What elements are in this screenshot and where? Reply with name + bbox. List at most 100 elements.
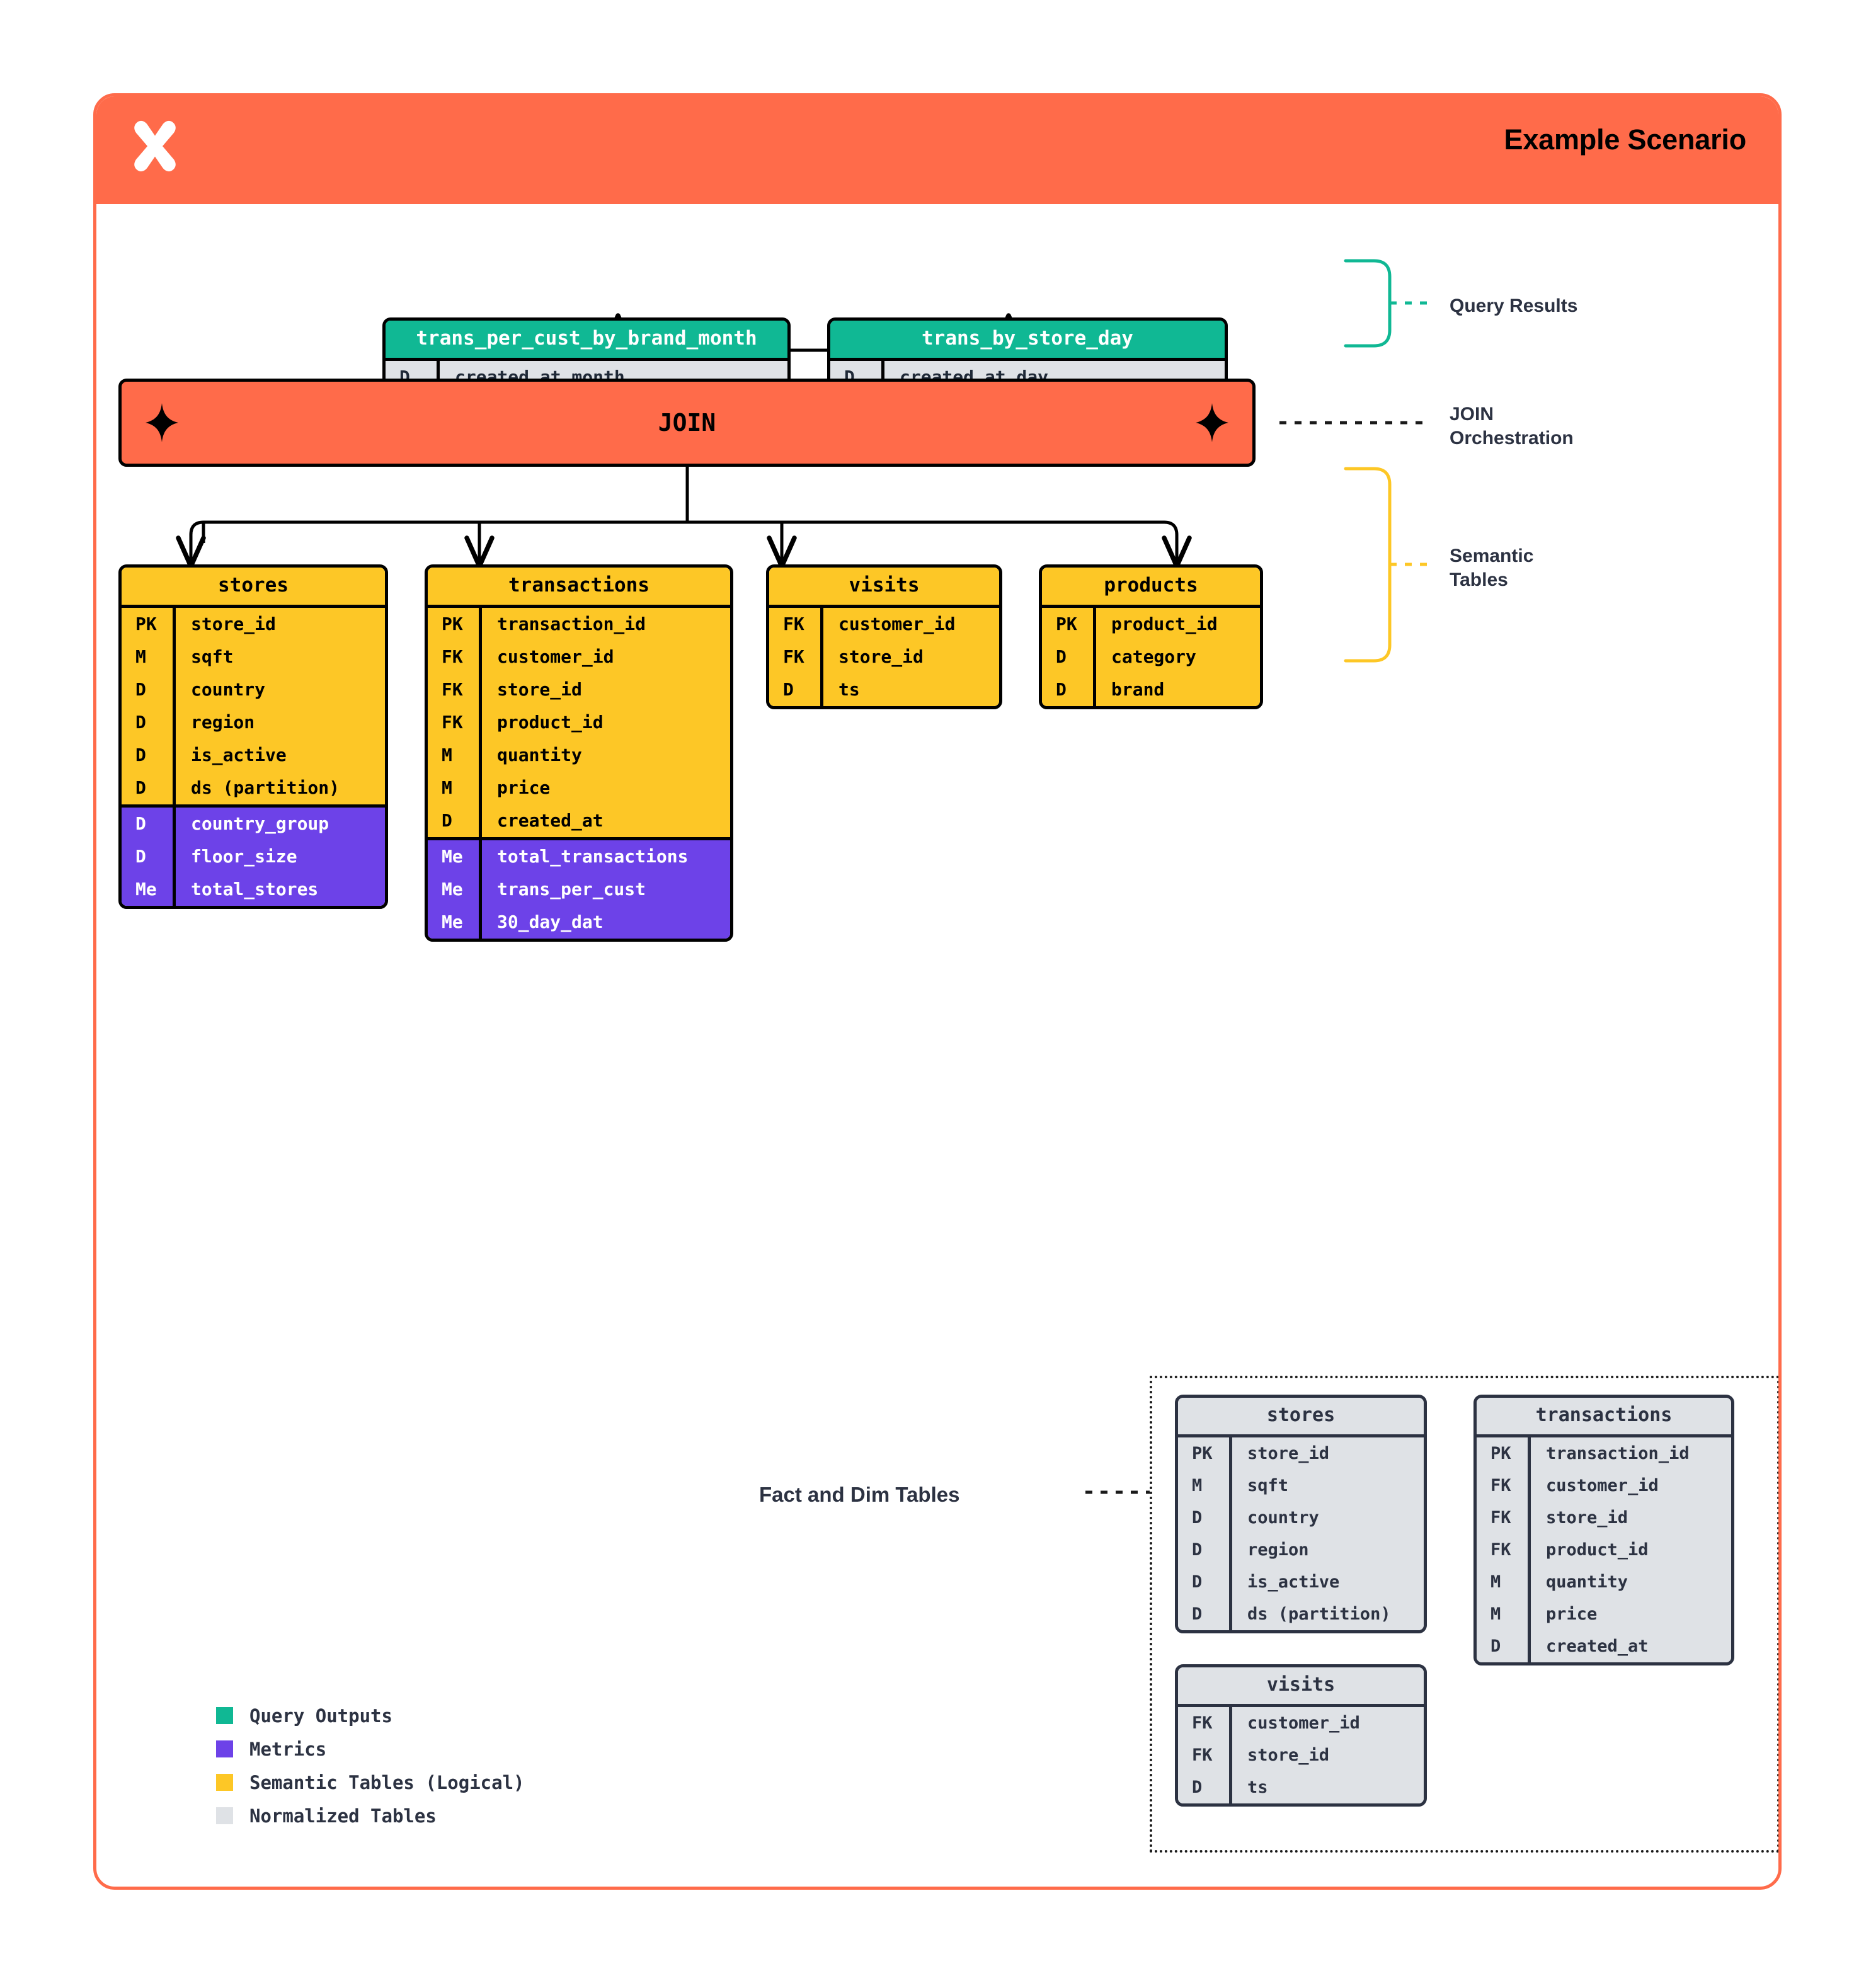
row-value: total_stores <box>191 878 319 900</box>
legend-label: Normalized Tables <box>249 1805 437 1827</box>
row-key: D <box>122 807 176 840</box>
row-value: region <box>191 711 255 733</box>
annotation-semantic-line1: Semantic <box>1450 546 1534 566</box>
row-key: D <box>122 840 176 873</box>
legend-item: Semantic Tables (Logical) <box>216 1766 525 1799</box>
row-value: store_id <box>191 613 276 634</box>
table-title: transactions <box>428 568 730 608</box>
row-value: is_active <box>1247 1572 1340 1592</box>
legend: Query Outputs Metrics Semantic Tables (L… <box>216 1699 525 1832</box>
row-value: country_group <box>191 813 329 834</box>
row-key: D <box>1178 1501 1232 1534</box>
row-key: D <box>1042 673 1096 706</box>
row-key: D <box>122 706 176 739</box>
row-value: category <box>1111 646 1196 667</box>
legend-item: Metrics <box>216 1732 525 1766</box>
row-value: region <box>1247 1540 1309 1560</box>
row-key: D <box>1178 1533 1232 1566</box>
row-value: country <box>191 678 266 700</box>
row-value: created_at <box>1546 1636 1649 1656</box>
table-title: transactions <box>1477 1398 1731 1437</box>
row-key: PK <box>1042 607 1096 641</box>
row-key: PK <box>428 607 482 641</box>
legend-label: Metrics <box>249 1738 327 1760</box>
legend-label: Query Outputs <box>249 1705 392 1727</box>
row-value: product_id <box>497 711 604 733</box>
row-key: M <box>122 640 176 673</box>
diagram-canvas: trans_per_cust_by_brand_month D created_… <box>96 204 1778 1887</box>
row-key: Me <box>122 872 176 906</box>
row-value: transaction_id <box>497 613 646 634</box>
sparkle-icon <box>146 403 178 442</box>
row-key: FK <box>1178 1706 1232 1739</box>
legend-swatch-metrics <box>216 1740 233 1757</box>
row-value: product_id <box>1111 613 1218 634</box>
table-title: visits <box>1178 1667 1424 1707</box>
row-value: store_id <box>1247 1745 1330 1765</box>
sparkle-icon <box>1196 403 1228 442</box>
row-value: transaction_id <box>1546 1443 1690 1463</box>
row-key: M <box>428 738 482 772</box>
row-value: store_id <box>497 678 582 700</box>
row-value: quantity <box>1546 1572 1628 1592</box>
annotation-join-line2: Orchestration <box>1450 428 1574 449</box>
table-title: trans_by_store_day <box>830 321 1225 361</box>
row-value: product_id <box>1546 1540 1649 1560</box>
row-key: PK <box>1477 1437 1531 1470</box>
annotation-semantic-tables: Semantic Tables <box>1450 544 1533 593</box>
table-row: PK product_id <box>1042 607 1260 641</box>
fact-and-dim-group <box>1150 1376 1778 1853</box>
join-orchestration-bar[interactable]: JOIN <box>118 379 1256 467</box>
row-value: trans_per_cust <box>497 878 646 900</box>
row-value: country <box>1247 1507 1319 1528</box>
table-title: stores <box>1178 1398 1424 1437</box>
table-title: visits <box>769 568 999 608</box>
table-title: products <box>1042 568 1260 608</box>
row-value: store_id <box>838 646 924 667</box>
row-key: Me <box>428 905 482 939</box>
row-key: D <box>122 673 176 706</box>
row-value: customer_id <box>497 646 614 667</box>
legend-item: Query Outputs <box>216 1699 525 1732</box>
row-value: price <box>1546 1604 1598 1624</box>
